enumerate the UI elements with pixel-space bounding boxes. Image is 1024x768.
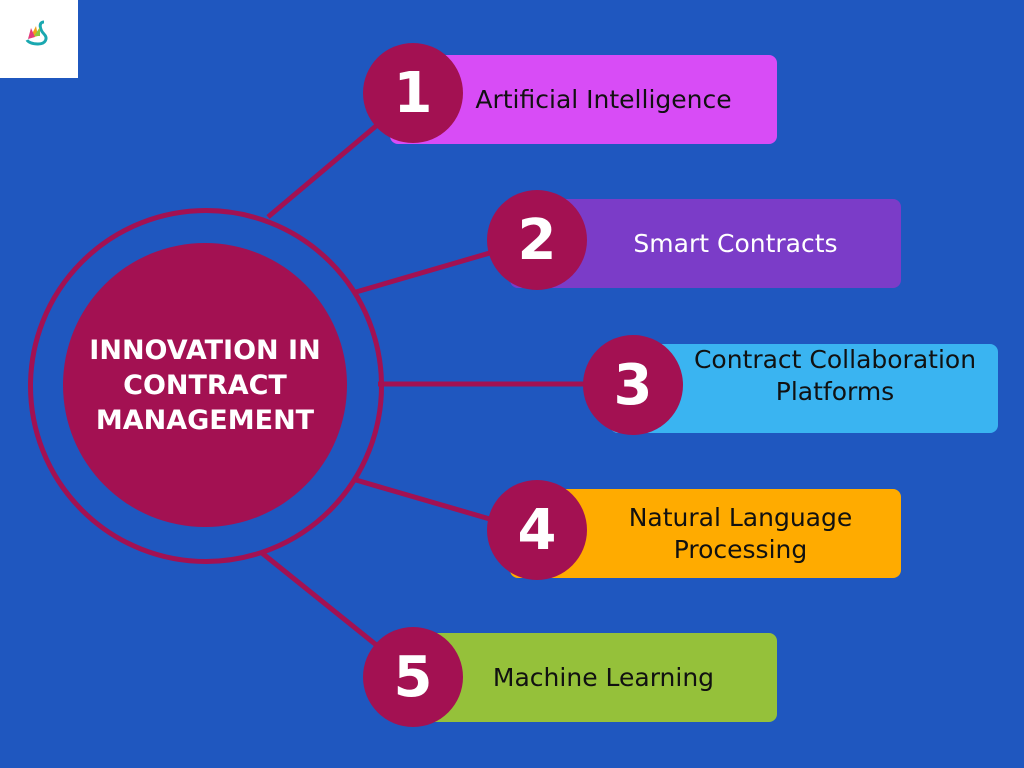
swan-logo-icon bbox=[25, 20, 48, 46]
center-title-line: MANAGEMENT bbox=[95, 404, 315, 436]
logo bbox=[0, 0, 78, 78]
connector-2 bbox=[355, 247, 501, 295]
number-badge-4: 4 bbox=[487, 480, 587, 580]
item-label: Artificial Intelligence bbox=[475, 84, 732, 114]
connector-4 bbox=[355, 477, 501, 525]
center-title-line: INNOVATION IN bbox=[89, 334, 321, 366]
number-badge-3: 3 bbox=[583, 335, 683, 435]
center-title-line: CONTRACT bbox=[123, 369, 287, 401]
number-badge-5: 5 bbox=[363, 627, 463, 727]
item-label: Natural Language bbox=[628, 502, 853, 532]
number-badge-2: 2 bbox=[487, 190, 587, 290]
item-label: Machine Learning bbox=[492, 662, 715, 692]
center-ring bbox=[28, 208, 384, 564]
connector-1 bbox=[266, 108, 397, 219]
number-badge-1: 1 bbox=[363, 43, 463, 143]
item-label: Smart Contracts bbox=[633, 228, 838, 258]
item-label: Contract Collaboration bbox=[693, 345, 977, 374]
item-label: Platforms bbox=[775, 377, 895, 406]
center-title: INNOVATION IN CONTRACT MANAGEMENT bbox=[63, 243, 347, 527]
item-label: Processing bbox=[673, 534, 808, 564]
connector-5 bbox=[260, 551, 397, 662]
